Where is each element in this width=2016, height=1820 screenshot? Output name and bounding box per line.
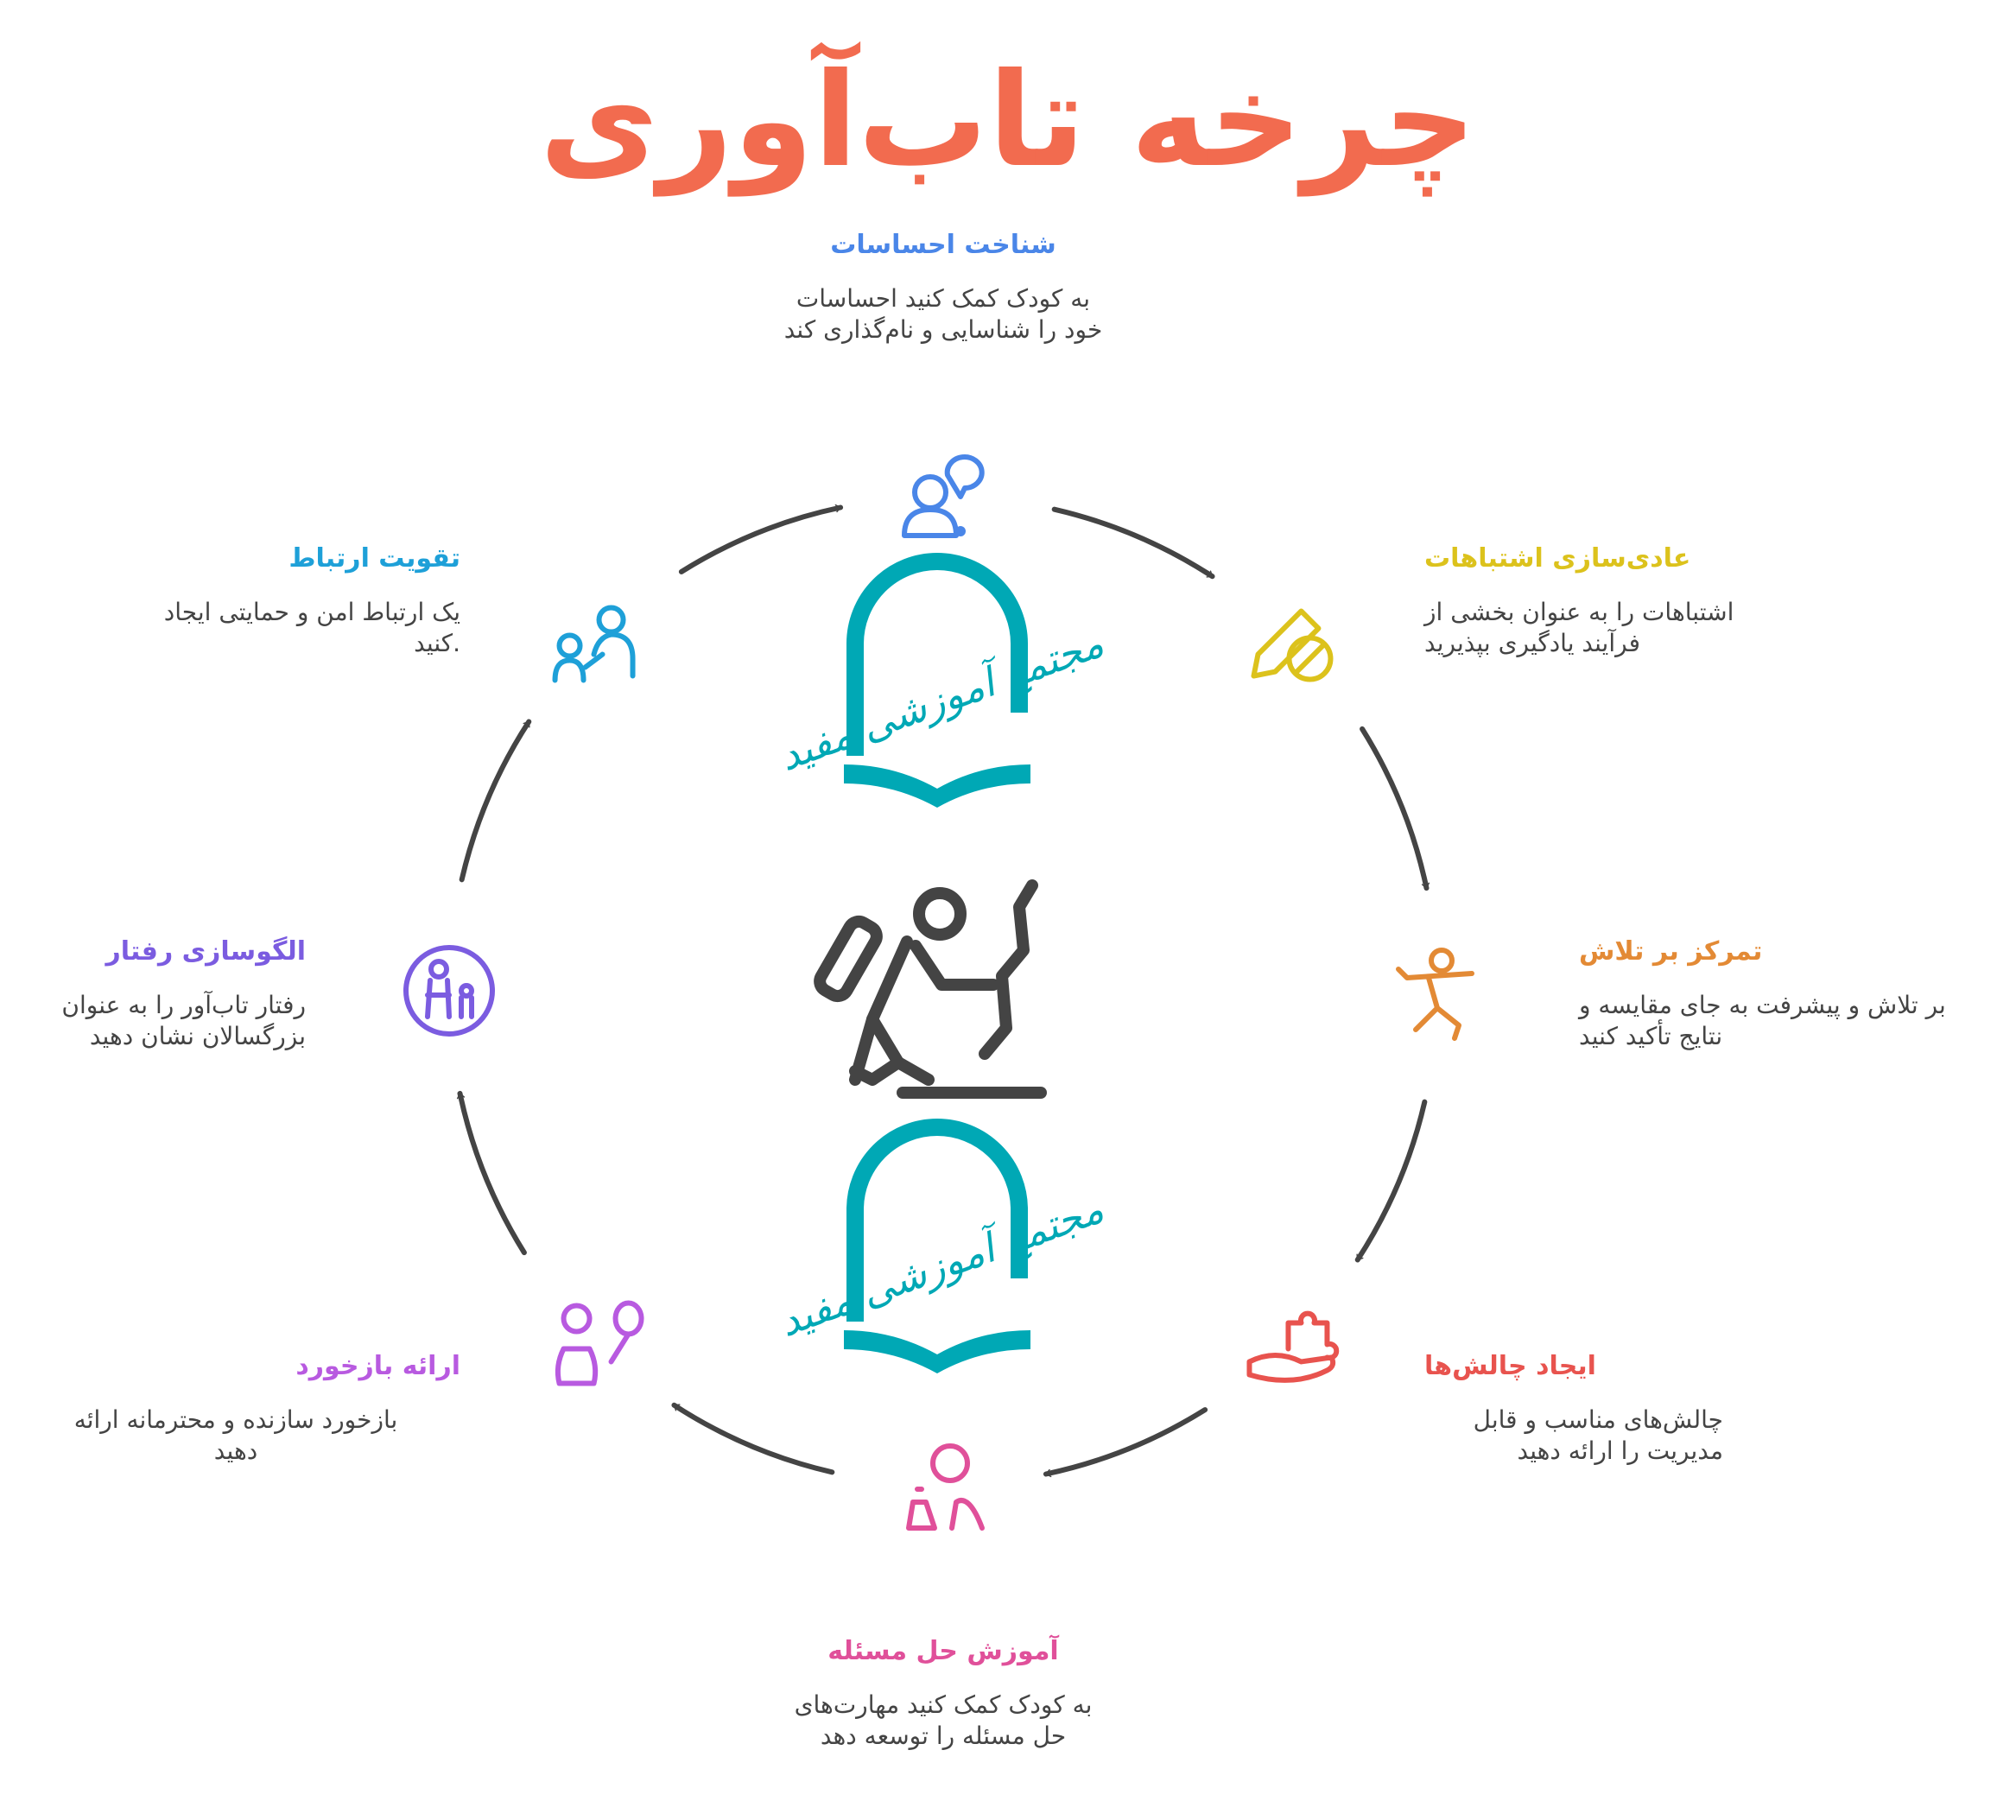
parent-child-icon	[403, 945, 495, 1037]
step-title: آموزش حل مسئله	[827, 1636, 1059, 1666]
step-desc: نتایج تأکید کنید	[1579, 1022, 1723, 1050]
step-title: تمرکز بر تلاش	[1579, 936, 1763, 967]
pencil-cancel-icon	[1251, 608, 1334, 682]
child-balloon-icon	[555, 1300, 644, 1386]
step-title: عادی‌سازی اشتباهات	[1424, 543, 1691, 574]
step-normalize-mistakes: عادی‌سازی اشتباهات اشتباهات را به عنوان …	[1424, 540, 1908, 659]
cycle-arrow	[1043, 1407, 1208, 1478]
step-desc: بر تلاش و پیشرفت به جای مقایسه و	[1579, 991, 1946, 1019]
step-title: الگوسازی رفتار	[105, 936, 306, 967]
cycle-arrow	[456, 1090, 527, 1256]
cycle-arrows	[456, 504, 1430, 1478]
hand-puzzle-icon	[1246, 1310, 1340, 1383]
step-title: شناخت احساسات	[830, 230, 1056, 260]
step-desc: خود را شناسایی و نام‌گذاری کند	[783, 315, 1103, 344]
cycle-arrow	[671, 1402, 835, 1475]
step-desc: فرآیند یادگیری بپذیرید	[1424, 629, 1640, 657]
step-desc: .کنید	[414, 629, 460, 657]
step-focus-effort: تمرکز بر تلاش بر تلاش و پیشرفت به جای مق…	[1579, 933, 2011, 1052]
cycle-arrow	[1360, 726, 1430, 891]
step-desc: رفتار تاب‌آور را به عنوان	[61, 991, 306, 1019]
cycle-arrow	[1051, 506, 1215, 580]
step-title: ارائه بازخورد	[295, 1351, 460, 1381]
cycle-arrow	[459, 719, 532, 883]
step-problem-solving: آموزش حل مسئله به کودک کمک کنید مهارت‌ها…	[684, 1633, 1202, 1752]
step-desc: به کودک کمک کنید مهارت‌های	[794, 1690, 1093, 1719]
step-model-behavior: الگوسازی رفتار رفتار تاب‌آور را به عنوان…	[17, 933, 306, 1052]
step-desc: یک ارتباط امن و حمایتی ایجاد	[163, 598, 460, 626]
cycle-arrow	[678, 504, 844, 574]
step-desc: چالش‌های مناسب و قابل	[1473, 1405, 1723, 1434]
step-give-feedback: ارائه بازخورد بازخورد سازنده و محترمانه …	[52, 1348, 460, 1467]
school-logo-bottom	[772, 1127, 1109, 1373]
step-desc: به کودک کمک کنید احساسات	[796, 284, 1091, 313]
parent-hug-child-icon	[552, 605, 636, 683]
step-title: ایجاد چالش‌ها	[1424, 1351, 1596, 1381]
step-desc: بزرگسالان نشان دهید	[89, 1022, 306, 1050]
step-title: تقویت ارتباط	[288, 543, 460, 574]
step-desc: بازخورد سازنده و محترمانه ارائه	[73, 1405, 398, 1434]
person-thought-bubble-icon	[902, 454, 985, 538]
step-desc: حل مسئله را توسعه دهد	[820, 1722, 1067, 1750]
step-desc: دهید	[213, 1436, 258, 1465]
step-desc: مدیریت را ارائه دهید	[1517, 1436, 1724, 1465]
cycle-arrow	[1354, 1099, 1428, 1263]
climbing-person-icon	[814, 879, 1047, 1099]
page-title: چرخه تاب‌آوری	[539, 46, 1477, 196]
school-logo-top	[772, 561, 1109, 808]
running-child-icon	[1396, 948, 1474, 1041]
step-desc: اشتباهات را به عنوان بخشی از	[1424, 598, 1734, 626]
child-science-flask-icon	[906, 1443, 985, 1531]
step-strengthen-connection: تقویت ارتباط یک ارتباط امن و حمایتی ایجا…	[86, 540, 460, 659]
